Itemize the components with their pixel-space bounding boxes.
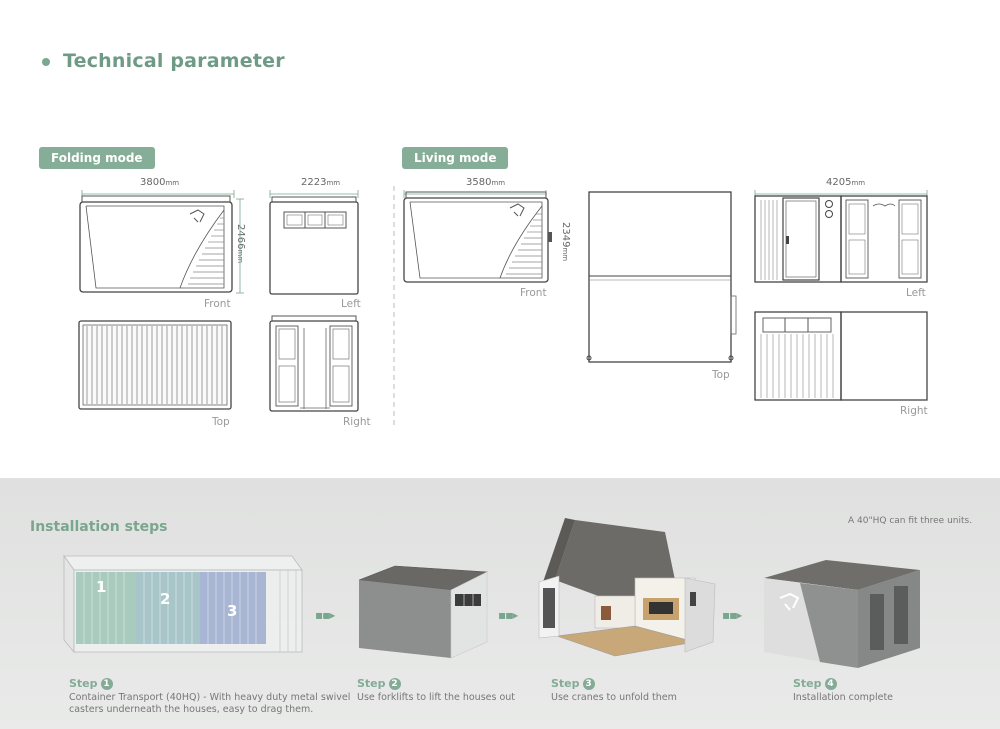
living-left-drawing bbox=[754, 195, 928, 283]
living-front-drawing bbox=[403, 191, 552, 283]
living-front-label: Front bbox=[520, 287, 547, 299]
page-title: Technical parameter bbox=[63, 50, 285, 72]
living-left-label: Left bbox=[906, 287, 926, 299]
folding-front-width: 3800mm bbox=[140, 177, 180, 188]
living-left-width: 4205mm bbox=[826, 177, 866, 188]
living-right-label: Right bbox=[900, 405, 928, 417]
living-mode-tag: Living mode bbox=[402, 147, 509, 169]
folding-left-width-line bbox=[269, 190, 359, 198]
container-unit-1: 1 bbox=[96, 578, 107, 596]
container-unit-3: 3 bbox=[227, 602, 238, 620]
folding-mode-tag: Folding mode bbox=[39, 147, 155, 169]
container-unit-2: 2 bbox=[160, 590, 171, 608]
living-top-drawing bbox=[586, 191, 737, 363]
step-arrow-2: ▪▪▸ bbox=[498, 608, 518, 622]
mode-divider bbox=[393, 186, 395, 426]
folding-left-drawing bbox=[269, 196, 359, 295]
folding-left-label: Left bbox=[341, 298, 361, 310]
capacity-note: A 40"HQ can fit three units. bbox=[848, 516, 973, 526]
container-illustration bbox=[63, 554, 303, 654]
installation-title: Installation steps bbox=[30, 519, 168, 535]
folding-front-height-line bbox=[236, 198, 244, 294]
step-arrow-3: ▪▪▸ bbox=[722, 608, 742, 622]
folding-right-drawing bbox=[269, 315, 359, 412]
folding-front-label: Front bbox=[204, 298, 231, 310]
step-4-description: Installation complete bbox=[793, 692, 894, 703]
step-2-description: Use forklifts to lift the houses out bbox=[357, 692, 516, 703]
folding-top-drawing bbox=[78, 320, 232, 410]
folding-right-label: Right bbox=[343, 416, 371, 428]
step-arrow-1: ▪▪▸ bbox=[315, 608, 335, 622]
title-bullet bbox=[42, 58, 50, 66]
living-right-drawing bbox=[754, 311, 928, 401]
step-3-description: Use cranes to unfold them bbox=[551, 692, 677, 703]
folding-front-drawing bbox=[79, 195, 233, 293]
folded-unit-illustration bbox=[358, 565, 489, 659]
living-front-height: 2349mm bbox=[560, 222, 571, 262]
folding-top-label: Top bbox=[212, 416, 230, 428]
living-front-width: 3580mm bbox=[466, 177, 506, 188]
folding-left-width: 2223mm bbox=[301, 177, 341, 188]
unfolding-unit-illustration bbox=[538, 518, 716, 657]
step-1-description: Container Transport (40HQ) - With heavy … bbox=[69, 692, 351, 715]
completed-unit-illustration bbox=[764, 560, 920, 668]
living-top-label: Top bbox=[712, 369, 730, 381]
